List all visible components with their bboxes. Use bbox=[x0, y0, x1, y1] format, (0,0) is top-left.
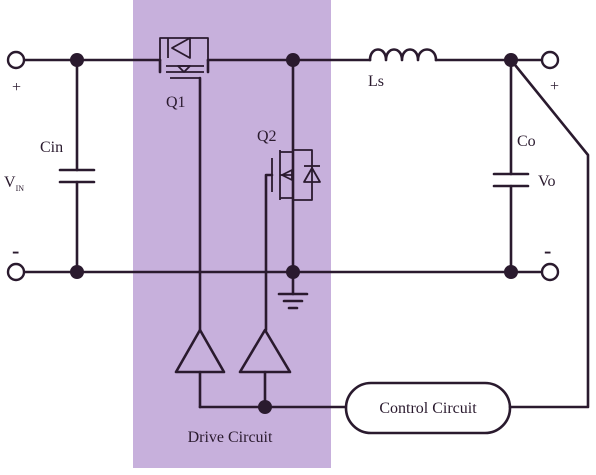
co-label: Co bbox=[517, 133, 536, 150]
input-minus-label: - bbox=[12, 238, 19, 263]
control-circuit-label: Control Circuit bbox=[379, 400, 477, 417]
output-minus-label: - bbox=[544, 238, 551, 263]
cin-label: Cin bbox=[40, 139, 63, 156]
output-plus-label: + bbox=[550, 78, 559, 95]
input-negative-terminal bbox=[6, 262, 26, 282]
vo-label: Vo bbox=[538, 173, 556, 190]
vin-label: VIN bbox=[4, 174, 24, 193]
drive-circuit-region bbox=[133, 0, 331, 468]
junction-dot bbox=[504, 53, 518, 67]
junction-dot bbox=[258, 400, 272, 414]
input-positive-terminal bbox=[6, 50, 26, 70]
cin-capacitor bbox=[58, 58, 96, 274]
output-positive-terminal bbox=[540, 50, 560, 70]
co-capacitor bbox=[492, 58, 530, 274]
q1-label: Q1 bbox=[166, 94, 186, 111]
q1-mosfet bbox=[158, 37, 210, 332]
ls-label: Ls bbox=[368, 73, 384, 90]
junction-dot bbox=[70, 53, 84, 67]
drive-circuit-label: Drive Circuit bbox=[188, 429, 273, 446]
input-plus-label: + bbox=[12, 79, 21, 96]
junction-dot bbox=[70, 265, 84, 279]
inductor-ls bbox=[368, 48, 438, 62]
output-negative-terminal bbox=[540, 262, 560, 282]
junction-dot bbox=[286, 53, 300, 67]
q2-mosfet bbox=[264, 58, 321, 332]
q2-label: Q2 bbox=[257, 128, 277, 145]
q1-gate-driver bbox=[174, 328, 226, 409]
junction-dot bbox=[286, 265, 300, 279]
feedback-wire bbox=[508, 58, 590, 409]
junction-dot bbox=[504, 265, 518, 279]
